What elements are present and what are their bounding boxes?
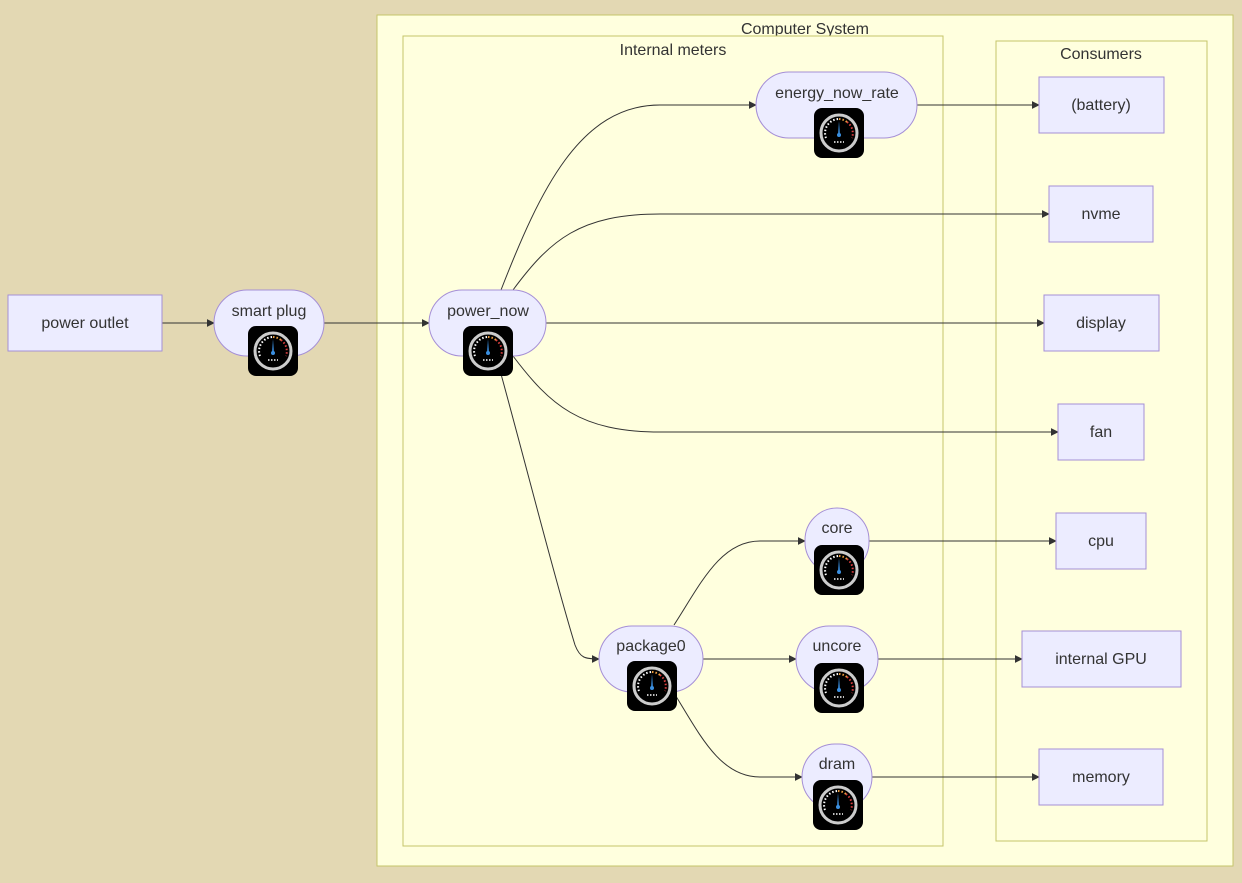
edge-power-now-fan — [512, 355, 1059, 436]
node-label: (battery) — [1071, 97, 1131, 114]
edge-package0-dram — [673, 692, 803, 781]
node-label: uncore — [813, 638, 862, 655]
node-label: energy_now_rate — [775, 85, 899, 102]
edge-power-now-energy-now-rate — [500, 101, 757, 291]
node-display[interactable]: display — [1043, 294, 1160, 352]
node-label: memory — [1072, 769, 1130, 786]
node-fan[interactable]: fan — [1057, 403, 1145, 461]
gauge-icon — [248, 326, 298, 376]
node-core[interactable]: core — [804, 507, 870, 595]
cluster-label-internal-meters: Internal meters — [620, 42, 727, 59]
gauge-icon — [814, 108, 864, 158]
node-cpu[interactable]: cpu — [1055, 512, 1147, 570]
node-label: fan — [1090, 424, 1112, 441]
node-power-outlet[interactable]: power outlet — [7, 294, 163, 352]
node-label: dram — [819, 756, 855, 773]
node-nvme[interactable]: nvme — [1048, 185, 1154, 243]
gauge-icon — [463, 326, 513, 376]
cluster-internal-meters: Internal meters — [402, 35, 944, 847]
node-label: smart plug — [232, 303, 307, 320]
node-power-now[interactable]: power_now — [428, 289, 547, 376]
node-smart-plug[interactable]: smart plug — [213, 289, 325, 376]
node-uncore[interactable]: uncore — [795, 625, 879, 713]
edges — [162, 101, 1059, 781]
node-label: cpu — [1088, 533, 1114, 550]
node-label: internal GPU — [1055, 651, 1147, 668]
gauge-icon — [813, 780, 863, 830]
node-label: power_now — [447, 303, 529, 320]
cluster-consumers: Consumers — [995, 40, 1208, 842]
node-dram[interactable]: dram — [801, 743, 873, 830]
node-battery[interactable]: (battery) — [1038, 76, 1165, 134]
gauge-icon — [814, 663, 864, 713]
cluster-label-computer-system: Computer System — [741, 21, 869, 38]
edge-power-now-nvme — [512, 210, 1050, 291]
cluster-label-consumers: Consumers — [1060, 46, 1142, 63]
node-label: package0 — [616, 638, 685, 655]
node-energy-now-rate[interactable]: energy_now_rate — [755, 71, 918, 158]
node-package0[interactable]: package0 — [598, 625, 704, 711]
node-memory[interactable]: memory — [1038, 748, 1164, 806]
edge-power-now-package0 — [500, 373, 600, 663]
node-label: core — [821, 520, 852, 537]
edge-package0-core — [673, 537, 806, 626]
gauge-icon — [627, 661, 677, 711]
node-label: display — [1076, 315, 1126, 332]
node-label: power outlet — [41, 315, 129, 332]
node-label: nvme — [1081, 206, 1120, 223]
node-internal-gpu[interactable]: internal GPU — [1021, 630, 1182, 688]
gauge-icon — [814, 545, 864, 595]
